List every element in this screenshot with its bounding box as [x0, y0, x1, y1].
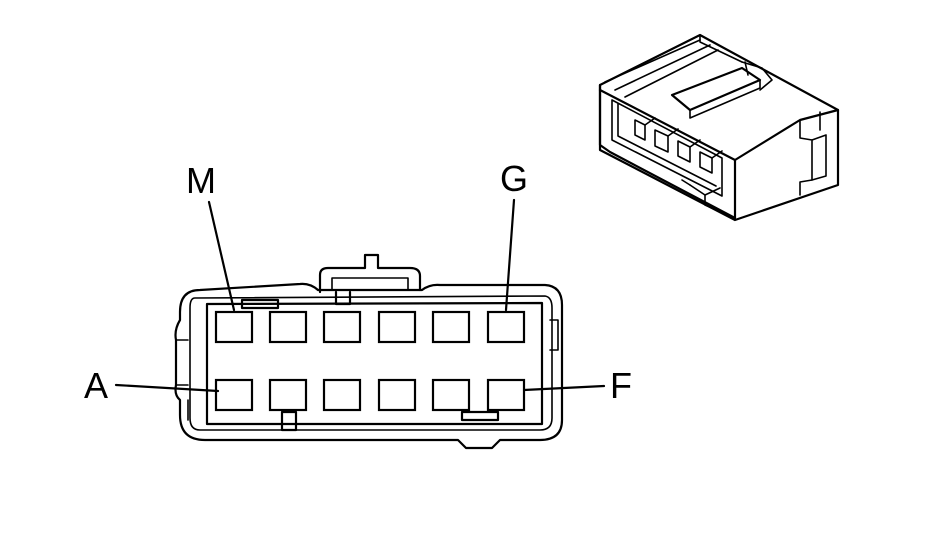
- inner-frame: [205, 301, 544, 426]
- cavity-bottom-3: [322, 378, 362, 412]
- cavity-bottom-1: [214, 378, 254, 412]
- cavity-top-6: [486, 310, 526, 344]
- pin-label-f: F: [610, 365, 632, 406]
- leader-line-a: [114, 383, 220, 393]
- cavity-top-4: [377, 310, 417, 344]
- leader-line-f: [522, 384, 606, 392]
- cavity-bottom-6: [486, 378, 526, 412]
- connector-3d-view: [598, 33, 840, 222]
- cavity-bottom-5: [431, 378, 471, 412]
- outer-housing: [174, 282, 564, 450]
- pin-label-a: A: [84, 365, 108, 406]
- leader-lines: [114, 198, 606, 393]
- pin-label-g: G: [500, 158, 528, 199]
- cavity-bottom-2: [268, 378, 308, 412]
- leader-line-g: [504, 198, 516, 312]
- connector-face-view: [174, 253, 564, 450]
- pin-label-m: M: [186, 160, 216, 201]
- top-latch: [318, 253, 422, 294]
- cavity-bottom-4: [377, 378, 417, 412]
- leader-line-m: [207, 200, 236, 312]
- cavity-top-5: [431, 310, 471, 344]
- cavity-top-1: [214, 310, 254, 344]
- cavity-top-2: [268, 310, 308, 344]
- cavity-top-3: [322, 310, 362, 344]
